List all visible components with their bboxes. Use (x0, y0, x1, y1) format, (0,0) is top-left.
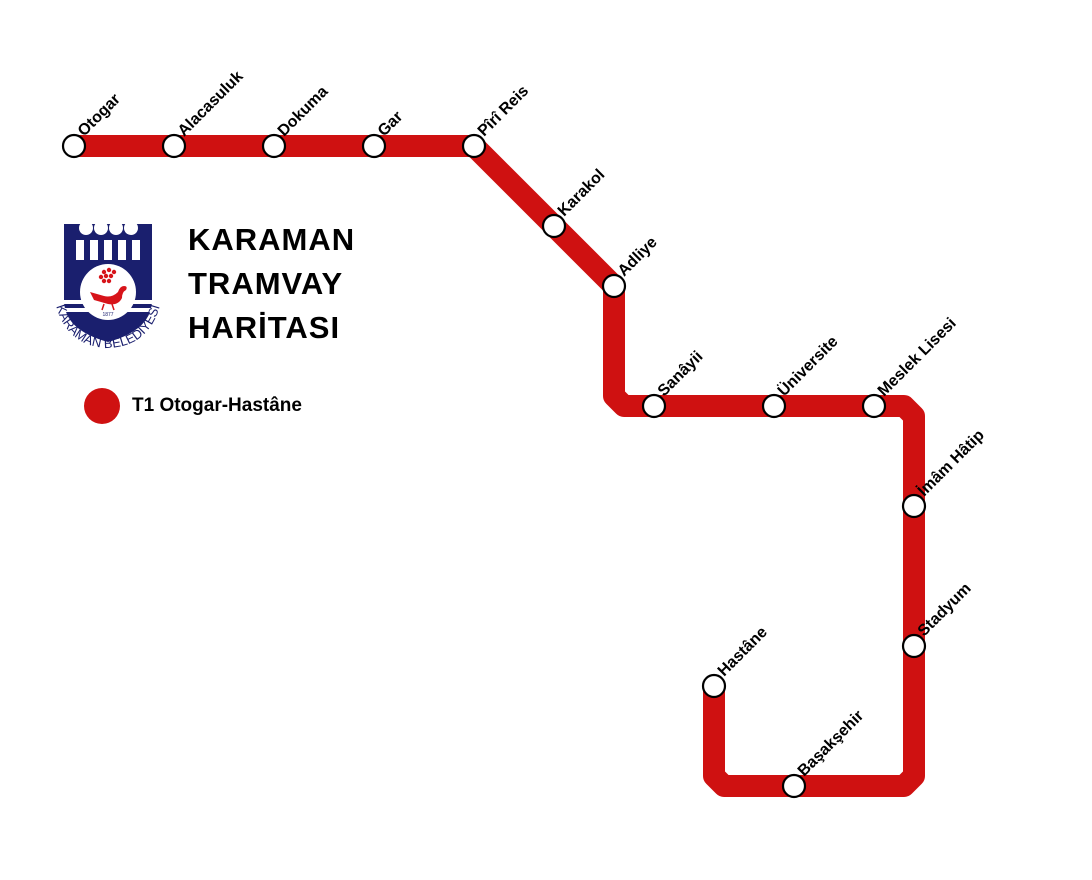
station-adliye[interactable]: Adliye (601, 234, 661, 299)
legend-label: T1 Otogar-Hastâne (132, 395, 302, 416)
station-label: Otogar (75, 91, 124, 140)
station-marker-icon[interactable] (261, 133, 287, 159)
station-marker-icon[interactable] (61, 133, 87, 159)
title-line-3: HARİTASI (188, 310, 341, 345)
station-marker-icon[interactable] (601, 273, 627, 299)
station-label: Karakol (555, 166, 609, 220)
station-label: Adliye (615, 234, 661, 280)
station-label: Üniversite (773, 332, 841, 400)
station-marker-icon[interactable] (461, 133, 487, 159)
station-marker-icon[interactable] (901, 493, 927, 519)
station-label: Meslek Lisesi (875, 315, 960, 400)
station-hastane[interactable]: Hastâne (701, 624, 771, 699)
station-marker-icon[interactable] (701, 673, 727, 699)
station-label: Alacasuluk (175, 68, 247, 140)
legend-item-t1: T1 Otogar-Hastâne (84, 388, 302, 424)
station-label: Hastâne (715, 624, 771, 680)
station-marker-icon[interactable] (541, 213, 567, 239)
svg-text:1877: 1877 (102, 312, 113, 318)
station-label: Başakşehir (795, 707, 867, 779)
station-marker-icon[interactable] (161, 133, 187, 159)
station-piri-reis[interactable]: Pîrî Reis (461, 82, 532, 159)
station-karakol[interactable]: Karakol (541, 166, 609, 239)
station-marker-icon[interactable] (861, 393, 887, 419)
station-label: İmâm Hâtip (914, 426, 988, 500)
t1-route-line (74, 135, 925, 797)
karaman-belediyesi-logo: 1877 KARAMAN BELEDİYESİ (53, 221, 163, 351)
line-color-dot-icon (84, 388, 120, 424)
station-marker-icon[interactable] (361, 133, 387, 159)
station-label: Dokuma (275, 83, 332, 140)
station-label: Pîrî Reis (475, 82, 532, 139)
station-marker-icon[interactable] (781, 773, 807, 799)
title-line-1: KARAMAN (188, 222, 356, 257)
map-title: KARAMAN TRAMVAY HARİTASI (188, 218, 355, 350)
title-line-2: TRAMVAY (188, 266, 344, 301)
station-marker-icon[interactable] (901, 633, 927, 659)
station-label: Sanâyii (655, 348, 707, 400)
station-marker-icon[interactable] (761, 393, 787, 419)
station-marker-icon[interactable] (641, 393, 667, 419)
